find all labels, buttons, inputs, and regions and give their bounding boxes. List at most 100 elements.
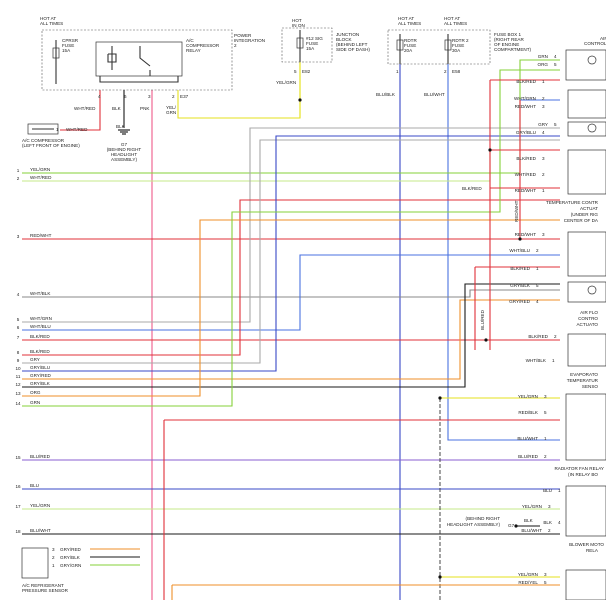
pin-t-whtred-2-label: WHT/RED [515,172,537,177]
airflow-motor-symbol [587,285,597,295]
pin-b-blu-1-label: BLU [543,488,552,493]
label-temperatur: TEMPERATUR [567,378,599,383]
splice-dot [488,148,492,152]
label-pnk: PNK [140,106,150,111]
relay-bottom [99,76,179,83]
temp-actuator [567,149,606,195]
label-wht-red: WHT/RED [74,106,96,111]
ref-wire-gry-red: GRY/RED [60,547,82,552]
label-headlight-assembly-2: HEADLIGHT ASSEMBLY) [447,522,501,527]
label-in-on: IN ON [292,23,305,28]
wire-row1-yel-grn [22,59,560,174]
sig-fuse [296,37,304,49]
label-all-times-3: ALL TIMES [444,21,467,26]
pin-a-redwht-3-label: RED/WHT [515,232,537,237]
pin-org-5-label: ORG [538,62,549,67]
row-number-11: 11 [16,374,21,379]
label-yel: YEL/ [166,105,177,110]
label-left-front: (LEFT FRONT OF ENGINE) [22,143,80,148]
row-label-1: YEL/GRN [30,167,50,172]
refrigerant-sensor [21,547,49,579]
pin-a-whtblu-2-num: 2 [536,248,539,253]
label-evaporator: EVAPORATO [570,372,598,377]
label-12-sig: #12 SIG [306,36,323,41]
pin-r-yelgrn-3-num: 3 [544,394,547,399]
label-assembly: ASSEMBLY) [111,157,137,162]
pin-b-blu-1-num: 1 [558,488,561,493]
pin-b-yelgrn-3-label: YEL/GRN [522,504,542,509]
wire-row8-blk-red [22,199,560,356]
label-in-relay-box: (IN RELAY BO [568,472,598,477]
label-g7-2: G7 [508,523,515,528]
pin-t-blkred-3-label: BLK/RED [516,156,536,161]
pin-b-blk-4-label: BLK [543,520,553,525]
splice-dot [438,396,442,400]
pin-r-blured-2-num: 2 [544,454,547,459]
pin-r-redblk-5-num: 5 [544,410,547,415]
label-ac-compressor: A/C COMPRESSOR [22,138,65,143]
wire-blu-wht [447,64,560,441]
label-junction: JUNCTION [336,32,359,37]
rdtr-fuse [396,39,404,51]
label-blk2: BLK [116,124,126,129]
label-block: BLOCK [336,37,353,42]
row-label-9: GRY [30,357,40,362]
pin-r-redblk-5-label: RED/BLK [518,410,539,415]
label-blu-red-vertical: BLU/RED [480,309,485,330]
label-grn: GRN [166,110,176,115]
row-number-7: 7 [17,335,20,340]
intake-motor-2-symbol [587,123,597,133]
pin-b-bluwht-2-num: 2 [548,528,551,533]
row-label-8: BLK/RED [30,349,50,354]
wire-row10-gry-blu [22,135,560,372]
wire-row2-wht-red [22,150,491,182]
row-number-13: 13 [15,391,21,396]
pin-grn-4-num: 4 [554,54,557,59]
pin-fb-1: 1 [396,69,399,74]
pin-whtgrn-2-num: 2 [542,96,545,101]
airflow-pot [567,231,606,277]
ref-pin-3: 3 [52,547,55,552]
row-label-14: GRN [30,400,40,405]
pin-x-redyel-5-label: RED/YEL [518,580,538,585]
radiator-fan-relay [565,393,606,461]
relay-body [95,41,183,77]
label-15a-b: 15A [306,46,315,51]
pin-3: 3 [148,94,151,99]
pin-b-bluwht-2-label: BLU/WHT [521,528,542,533]
label-blk-3: BLK [524,518,534,523]
pin-4: 4 [98,94,101,99]
pin-e-whtblk-1-num: 1 [552,358,555,363]
label-rdtr: RDTR [404,38,417,43]
pin-a-blkred-1-label: BLK/RED [510,266,530,271]
wire-row13-org [22,219,560,397]
relay-enclosure [41,29,233,91]
row-label-12: GRY/BLK [30,381,51,386]
label-fuse-d: FUSE [452,43,464,48]
row-label-15: BLU/RED [30,454,51,459]
pin-grybl-4-num: 4 [542,130,545,135]
row-number-9: 9 [17,358,20,363]
pin-a-whtblu-2-label: WHT/BLU [509,248,530,253]
label-power: POWER [234,33,252,38]
ref-wire-gry-grn: GRY/GRN [60,563,81,568]
label-right-rear: (RIGHT REAR [494,37,524,42]
label-headlight: HEADLIGHT [111,152,137,157]
ref-pin-2: 2 [52,555,55,560]
pin-6: 6 [124,94,127,99]
fusebox-enclosure [387,29,491,65]
pin-t-whtred-2-num: 2 [542,172,545,177]
wire-row11-gry-red [22,299,560,380]
row-number-10: 10 [15,366,21,371]
label-hot-at: HOT AT [40,16,56,21]
row-number-3: 3 [17,234,20,239]
label-air-intake: AIR INTAKE [600,36,606,41]
pin-e-whtblk-1-label: WHT/BLK [526,358,547,363]
label-under-rig: (UNDER RIG [571,212,599,217]
label-yel-grn-mid: YEL/GRN [276,80,296,85]
label-relay: RELAY [186,48,201,53]
wire-row9-gry [22,139,560,364]
label-cprsr: CPRSR [62,38,79,43]
label-blower-moto: BLOWER MOTO [569,542,604,547]
row-label-5: WHT/GRN [30,316,52,321]
